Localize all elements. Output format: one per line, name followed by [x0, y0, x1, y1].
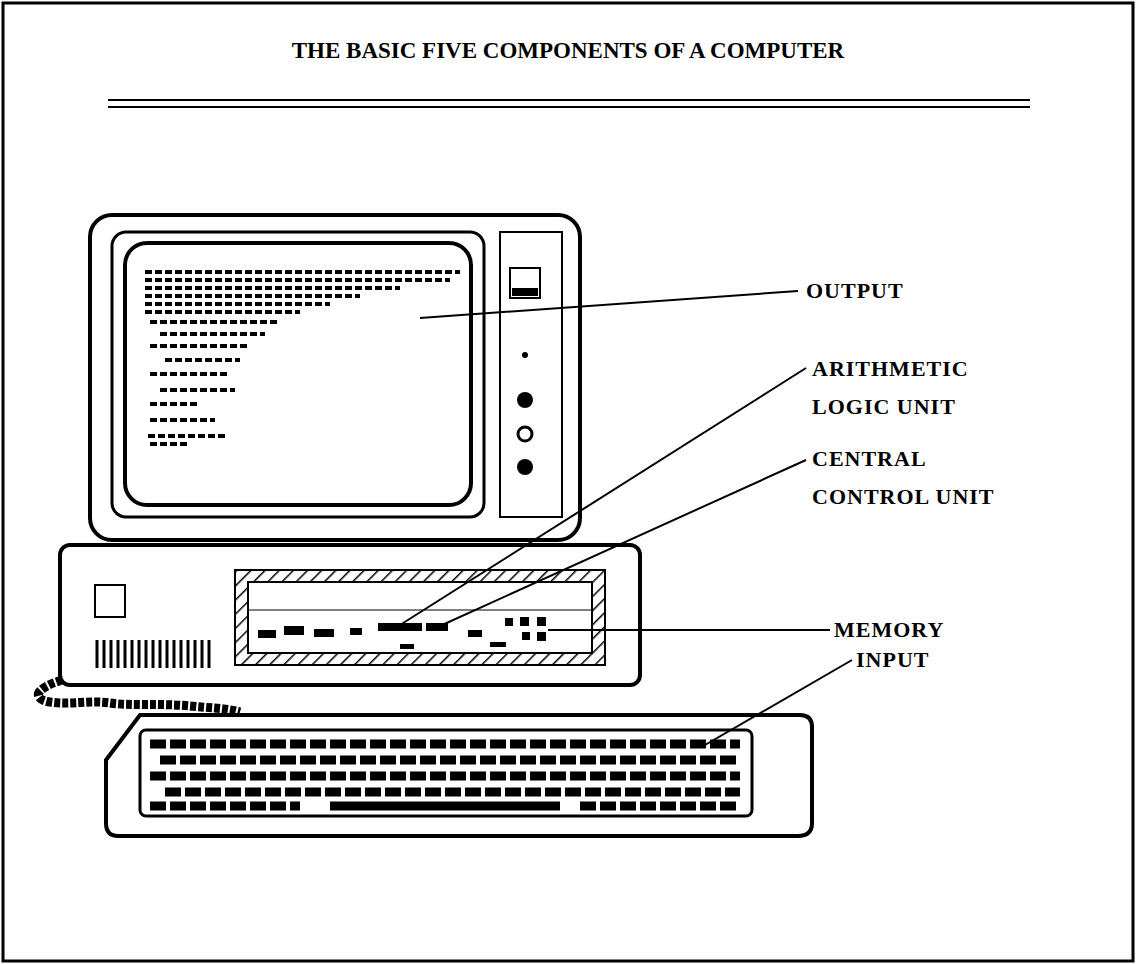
page-frame	[3, 3, 1133, 961]
keyboard	[106, 715, 812, 836]
keyboard-cable	[38, 680, 240, 712]
diagram-title: THE BASIC FIVE COMPONENTS OF A COMPUTER	[60, 38, 1076, 64]
part-label: CENTRAL CONTROL UNIT	[812, 440, 1027, 516]
part-label: MEMORY	[834, 611, 1084, 649]
title-rule	[108, 99, 1030, 101]
title-rule	[108, 106, 1030, 108]
part-label: ARITHMETIC LOGIC UNIT	[812, 350, 1012, 426]
part-label: OUTPUT	[806, 272, 1106, 310]
monitor	[90, 215, 580, 540]
leader-lines	[400, 291, 852, 745]
system-unit	[60, 545, 640, 685]
part-label: INPUT	[856, 641, 1106, 679]
